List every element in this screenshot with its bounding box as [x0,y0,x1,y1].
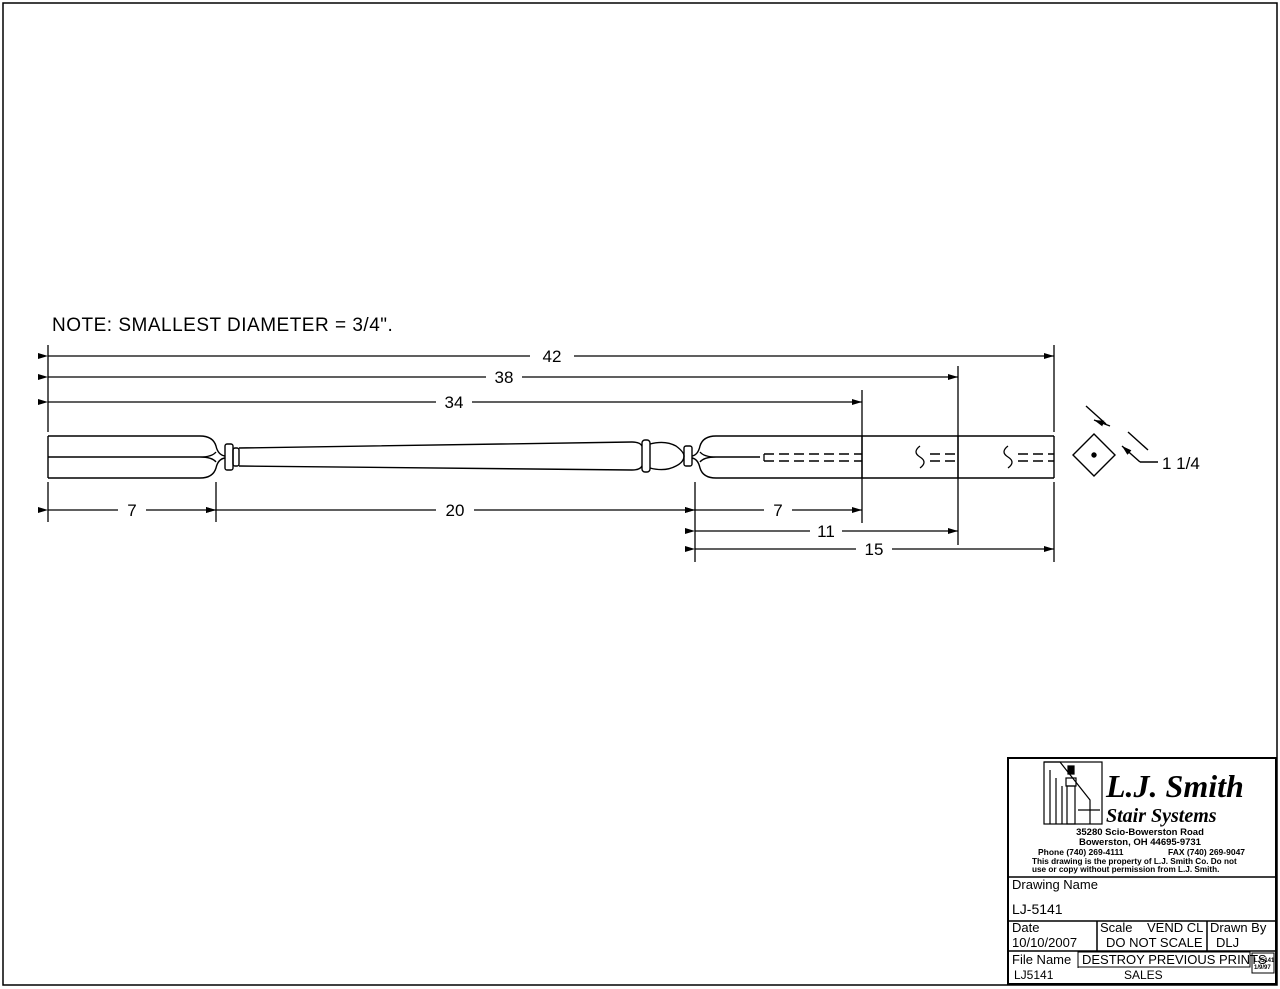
dim-label-right-7: 7 [773,501,782,520]
fax-number: FAX (740) 269-9047 [1168,847,1245,857]
title-block [1007,757,1277,985]
file-stamp-1: LJ5141 [1254,958,1275,964]
dim-label-square: 1 1/4 [1162,454,1200,473]
dimension-38 [38,366,959,545]
destroy-notice: DESTROY PREVIOUS PRINTS [1082,952,1267,967]
drawn-by-label: Drawn By [1210,920,1267,935]
dim-label-15: 15 [865,540,884,559]
scale-label: Scale [1100,920,1133,935]
drawing-name-label: Drawing Name [1012,877,1098,892]
drawing-name-value: LJ-5141 [1012,901,1063,917]
sales-label: SALES [1124,968,1163,982]
dim-label-38: 38 [495,368,514,387]
file-name-label: File Name [1012,952,1071,967]
dim-label-34: 34 [445,393,464,412]
dim-label-20: 20 [446,501,465,520]
do-not-scale: DO NOT SCALE [1106,935,1203,950]
break-symbols [763,445,1013,469]
scale-value: VEND CL [1147,920,1203,935]
drawn-by-value: DLJ [1216,935,1239,950]
dim-label-42: 42 [543,347,562,366]
company-subtitle: Stair Systems [1106,805,1217,827]
logo-mark [1043,761,1103,825]
baluster-profile [47,435,1055,479]
diameter-note: NOTE: SMALLEST DIAMETER = 3/4". [52,315,393,336]
phone-number: Phone (740) 269-4111 [1038,847,1124,857]
company-name: L.J. Smith [1105,768,1244,804]
date-label: Date [1012,920,1039,935]
address-line-1: 35280 Scio-Bowerston Road [1076,827,1204,838]
address-line-2: Bowerston, OH 44695-9731 [1079,837,1202,848]
file-name-value: LJ5141 [1014,968,1054,982]
date-value: 10/10/2007 [1012,935,1077,950]
file-stamp-2: 1/9/97 [1254,965,1271,971]
bottom-dimensions [38,482,1055,562]
overall-dimension [38,345,1055,432]
dim-label-left-7: 7 [127,501,136,520]
dim-label-11: 11 [817,522,835,541]
hidden-bore [764,453,1054,462]
square-section [1072,405,1158,477]
property-notice-2: use or copy without permission from L.J.… [1032,865,1219,874]
property-notice-1: This drawing is the property of L.J. Smi… [1032,857,1237,866]
